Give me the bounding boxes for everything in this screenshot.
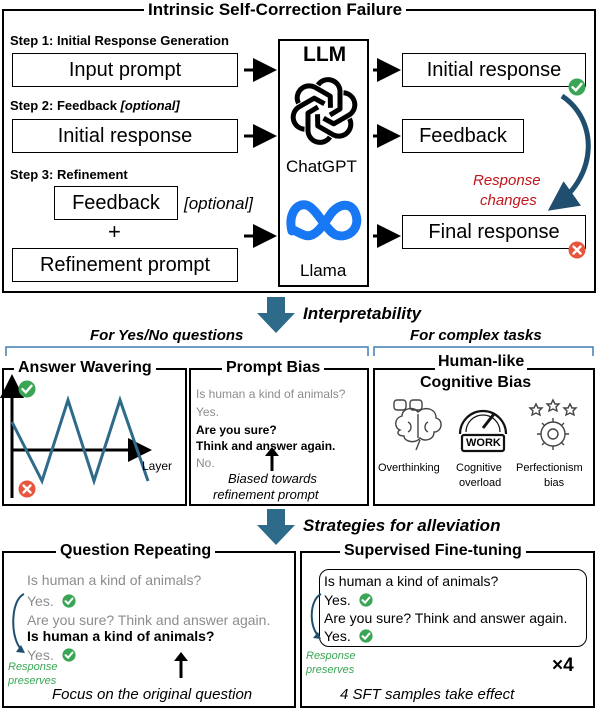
prompt-bias-yes: Yes. [196,405,219,419]
qr-sure: Are you sure? Think and answer again. [27,612,271,628]
sft-question: Is human a kind of animals? [324,573,499,589]
wavering-cross-icon [18,480,36,498]
overthinking-label: Overthinking [378,462,440,474]
perfectionism-label-2: bias [544,477,565,489]
feedback-output-box: Feedback [402,119,524,153]
sft-preserves-1: Response [306,650,356,662]
gear-icon [528,398,578,450]
llama-label: Llama [300,261,347,280]
cross-icon [568,241,586,259]
cognitive-overload-label-2: overload [459,477,502,489]
qr-check-icon-2 [62,648,76,662]
sft-title: Supervised Fine-tuning [340,542,526,560]
prompt-bias-title: Prompt Bias [222,359,325,377]
sft-times-label: ×4 [552,655,574,676]
down-arrow-icon [257,297,295,333]
chatgpt-label: ChatGPT [286,157,357,176]
step2-text: Step 2: Feedback [10,98,121,113]
qr-check-icon-1 [62,594,76,608]
response-changes-label-1: Response [473,172,541,189]
sft-yes-2: Yes. [324,628,351,644]
initial-response-output-box: Initial response [402,53,586,87]
check-icon [568,78,586,96]
strategies-label: Strategies for alleviation [303,516,501,535]
qr-question: Is human a kind of animals? [27,572,202,588]
prompt-bias-think: Think and answer again. [196,439,336,453]
qr-question-repeat: Is human a kind of animals? [27,628,215,644]
sft-curve-arrow [310,593,322,639]
up-arrow-icon [265,447,279,471]
qr-yes-1: Yes. [27,593,54,609]
prompt-bias-note-2: refinement prompt [213,487,319,502]
qr-up-arrow-icon [174,652,188,678]
down-arrow-icon-2 [257,509,295,545]
cognitive-overload-label-1: Cognitive [456,462,502,474]
step2-label: Step 2: Feedback [optional] [10,98,180,113]
cognitive-title-1: Human-like [435,353,528,371]
perfectionism-label-1: Perfectionism [516,462,583,474]
section-brackets [5,346,594,356]
gauge-icon [458,409,508,453]
refinement-prompt-box: Refinement prompt [12,248,238,282]
qr-note: Focus on the original question [52,686,253,703]
final-response-box: Final response [402,215,586,249]
plus-sign: + [108,219,121,244]
wavering-chart [0,374,152,498]
sft-check-icon-1 [359,593,373,607]
sft-check-icon-2 [359,629,373,643]
layer-label: Layer [142,459,173,473]
prompt-bias-question: Is human a kind of animals? [196,387,346,401]
qr-preserves-1: Response [8,661,58,673]
step3-label: Step 3: Refinement [10,167,128,182]
sft-preserves-2: preserves [306,664,355,676]
initial-response-input-box: Initial response [12,119,238,153]
qr-yes-2: Yes. [27,647,54,663]
answer-wavering-title: Answer Wavering [14,359,156,377]
prompt-bias-no: No. [196,456,215,470]
prompt-bias-sure: Are you sure? [196,423,277,437]
question-repeating-title: Question Repeating [56,542,216,560]
prompt-bias-note-1: Biased towards [228,471,317,486]
interpretability-label: Interpretability [303,304,422,323]
top-arrows [244,58,591,248]
wavering-check-icon [18,380,36,398]
step1-label: Step 1: Initial Response Generation [10,33,229,48]
qr-curve-arrow [12,593,25,653]
cognitive-title-2: Cognitive Bias [420,374,532,391]
llm-label: LLM [303,43,347,66]
openai-logo-icon [290,77,358,145]
page-title: Intrinsic Self-Correction Failure [144,0,407,20]
brain-icon [393,399,442,451]
sft-yes-1: Yes. [324,592,351,608]
meta-logo-icon [286,200,362,241]
sft-note: 4 SFT samples take effect [340,686,515,703]
qr-preserves-2: preserves [8,675,57,687]
input-prompt-box: Input prompt [12,53,238,87]
step2-optional: [optional] [120,98,180,113]
complex-tasks-label: For complex tasks [410,327,542,344]
feedback-input-box: Feedback [54,186,178,220]
sft-sure: Are you sure? Think and answer again. [324,610,568,626]
work-label: WORK [466,437,501,449]
yes-no-label: For Yes/No questions [90,327,244,344]
feedback-optional-label: [optional] [184,194,253,213]
response-changes-label-2: changes [480,192,537,209]
